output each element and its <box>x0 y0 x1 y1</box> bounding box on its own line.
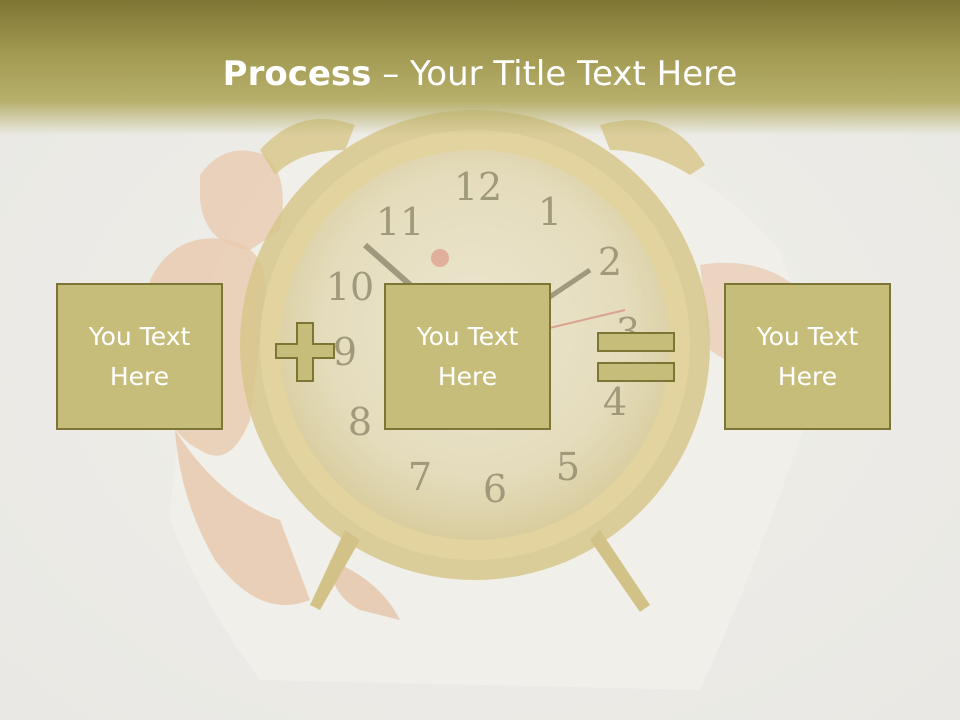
process-box-1-text: You Text Here <box>88 321 191 391</box>
clock-numeral-4: 4 <box>603 380 627 424</box>
title-rest: Your Title Text Here <box>410 54 738 94</box>
clock-numeral-12: 12 <box>454 165 502 209</box>
clock-numeral-10: 10 <box>326 265 374 309</box>
title-bold: Process <box>222 54 372 94</box>
process-box-3[interactable]: You Text Here <box>724 283 891 430</box>
process-box-2[interactable]: You Text Here <box>384 283 551 430</box>
clock-numeral-7: 7 <box>408 455 432 499</box>
title-band <box>0 0 960 135</box>
process-box-3-text: You Text Here <box>756 321 859 391</box>
clock-numeral-11: 11 <box>376 200 424 244</box>
clock-numeral-9: 9 <box>333 330 357 374</box>
title-dash: – <box>371 54 411 94</box>
clock-numeral-1: 1 <box>538 190 562 234</box>
slide-title: Process – Your Title Text Here <box>0 50 960 98</box>
process-box-2-text: You Text Here <box>416 321 519 391</box>
process-box-1[interactable]: You Text Here <box>56 283 223 430</box>
clock-numeral-6: 6 <box>483 467 507 511</box>
clock-numeral-5: 5 <box>556 445 580 489</box>
clock-numeral-8: 8 <box>348 400 372 444</box>
clock-numeral-2: 2 <box>598 240 622 284</box>
